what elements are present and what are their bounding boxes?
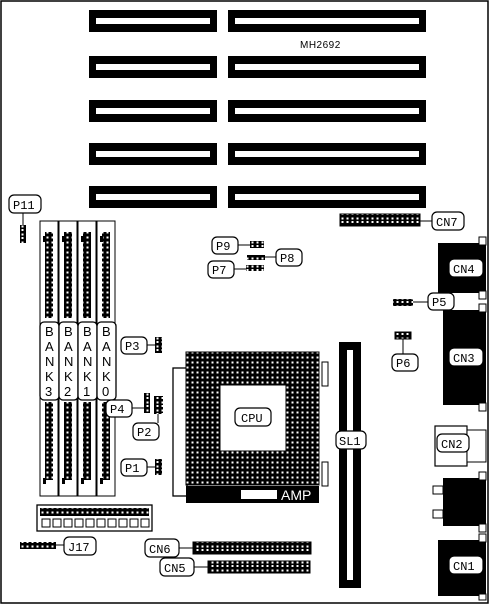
isa-slot (228, 100, 426, 122)
svg-text:N: N (64, 354, 73, 369)
jumper-p8: P8 (247, 248, 303, 267)
isa-slot (228, 56, 426, 78)
svg-text:K: K (83, 369, 92, 384)
expansion-slots-left (89, 10, 217, 208)
slot-sl1: SL1 (335, 342, 367, 588)
svg-text:P1: P1 (125, 462, 139, 476)
svg-text:CN4: CN4 (453, 263, 475, 277)
isa-slot (89, 56, 217, 78)
svg-text:N: N (45, 354, 54, 369)
isa-slot (228, 143, 426, 165)
jumper-p11: P11 (8, 194, 42, 243)
svg-text:CN7: CN7 (436, 216, 458, 230)
jumper-p7: P7 (207, 260, 264, 279)
connector-cn6: CN6 (144, 538, 312, 558)
cpu-label: CPU (241, 412, 263, 426)
svg-text:P8: P8 (280, 252, 294, 266)
bank-1-label: B A N K 1 (83, 324, 92, 399)
svg-text:P5: P5 (432, 296, 446, 310)
jumper-p1: P1 (120, 458, 162, 477)
svg-text:1: 1 (83, 384, 90, 399)
svg-text:P7: P7 (212, 264, 226, 278)
connector-cn5: CN5 (159, 557, 311, 577)
svg-text:A: A (64, 339, 73, 354)
bank-3-label: B A N K 3 (45, 324, 54, 399)
jumper-p3: P3 (120, 336, 162, 355)
svg-text:P3: P3 (125, 340, 139, 354)
svg-text:2: 2 (64, 384, 71, 399)
svg-text:K: K (64, 369, 73, 384)
svg-text:A: A (102, 339, 111, 354)
svg-text:N: N (83, 354, 92, 369)
svg-text:J17: J17 (68, 541, 90, 555)
expansion-slots-right (228, 10, 426, 208)
bank-0-label: B A N K 0 (102, 324, 111, 399)
svg-text:CN3: CN3 (453, 352, 475, 366)
svg-text:P4: P4 (110, 403, 124, 417)
svg-text:B: B (102, 324, 111, 339)
jumper-p9: P9 (211, 236, 264, 255)
cpu-socket: AMP CPU (172, 351, 329, 503)
svg-text:P11: P11 (13, 199, 35, 213)
svg-text:3: 3 (45, 384, 52, 399)
isa-slot (89, 10, 217, 32)
svg-text:SL1: SL1 (339, 435, 361, 449)
svg-text:P9: P9 (216, 240, 230, 254)
svg-text:0: 0 (102, 384, 109, 399)
svg-text:A: A (83, 339, 92, 354)
bank-2-label: B A N K 2 (64, 324, 73, 399)
connector-cn3: CN3 (443, 303, 487, 412)
svg-text:B: B (45, 324, 54, 339)
svg-text:N: N (102, 354, 111, 369)
svg-text:CN6: CN6 (149, 543, 171, 557)
connector-cn1: CN1 (438, 533, 487, 601)
ps2-connector (432, 471, 487, 533)
connector-cn2: CN2 (434, 425, 487, 467)
isa-slot (89, 143, 217, 165)
svg-text:B: B (83, 324, 92, 339)
jumper-p2: P2 (132, 396, 163, 441)
isa-slot (89, 186, 217, 208)
svg-text:CN2: CN2 (441, 438, 463, 452)
memory-banks: B A N K 3 B A N K 2 B A N K 1 B A N K 0 (39, 220, 117, 497)
svg-text:A: A (45, 339, 54, 354)
isa-slot (89, 100, 217, 122)
svg-text:K: K (102, 369, 111, 384)
svg-text:K: K (45, 369, 54, 384)
jumper-p6: P6 (391, 331, 419, 372)
svg-text:CN1: CN1 (453, 560, 475, 574)
isa-slot (228, 186, 426, 208)
socket-brand: AMP (281, 487, 311, 503)
jumper-p5: P5 (393, 292, 455, 311)
svg-text:P2: P2 (137, 426, 151, 440)
svg-text:B: B (64, 324, 73, 339)
jumper-j17: J17 (20, 536, 97, 556)
connector-cn7: CN7 (339, 211, 465, 231)
svg-text:CN5: CN5 (164, 562, 186, 576)
svg-text:P6: P6 (396, 357, 410, 371)
connector-cn4: CN4 (438, 236, 487, 300)
jumper-p4: P4 (105, 393, 150, 418)
isa-slot (228, 10, 426, 32)
board-id-label: MH2692 (300, 40, 341, 51)
power-connector (36, 504, 153, 532)
